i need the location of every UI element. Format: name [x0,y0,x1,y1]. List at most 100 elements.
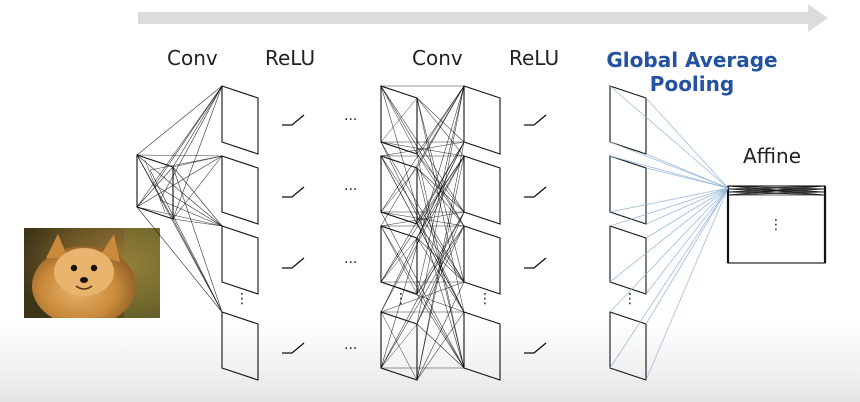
gap-label-line1: Global Average [606,48,778,72]
conv1-plane-2 [221,155,259,225]
conv1-plane-1 [221,85,259,155]
edge-c2-58 [416,281,465,381]
relu1-glyph-3 [282,257,305,269]
relu2-glyph-4 [524,342,547,354]
ellipsis-conv2-in: ⋮ [394,291,408,307]
edge-c2-54 [416,155,465,381]
edge-gap-aff-2-0 [609,187,729,227]
conv-label-1: Conv [167,46,218,70]
edge-in-c1-2-1 [172,166,223,227]
edge-gap-aff-1-0 [609,155,729,189]
edge-gap-aff-2-1 [645,187,729,239]
conv2-out-plane-4 [463,311,501,381]
relu1-glyph-1 [282,114,305,126]
gap-plane-4 [609,311,647,381]
relu2-glyph-3 [524,257,547,269]
edge-in-c1-1-0 [136,154,223,157]
ellipsis-gap: ⋮ [623,291,637,307]
relu-label-1: ReLU [265,46,316,70]
affine-top-edge-1-0 [727,185,826,190]
affine-top-edge-2-0 [727,185,826,193]
conv-label-2: Conv [412,46,463,70]
edge-in-c1-2-6 [159,199,223,227]
edge-in-c1-3-3 [136,206,223,313]
edge-c2-57 [416,225,465,325]
gap-plane-2 [609,155,647,225]
ellipsis-conv2-out: ⋮ [478,291,492,307]
edge-in-c1-1-3 [136,155,223,208]
gap-label: Global Average Pooling [606,48,778,96]
edge-c2-37 [416,155,465,239]
edge-gap-aff-1-3 [609,187,729,213]
edge-in-c1-2-2 [172,218,223,227]
edge-c2-2 [416,85,465,155]
edge-c2-39 [380,155,465,283]
relu1-glyph-2 [282,186,305,198]
edge-in-c1-1-2 [172,155,223,220]
edge-in-c1-3-1 [172,166,223,313]
edge-in-c1-0-2 [172,85,223,220]
edge-in-c1-3-0 [136,154,223,313]
affine-label: Affine [743,144,801,168]
edge-in-c1-3-5 [149,169,223,313]
ellipsis-row-3: ··· [344,255,358,271]
affine-top-edge-3-1 [727,188,826,196]
conv2-out-plane-3 [463,225,501,295]
edge-c2-55 [380,211,465,369]
edge-c2-59 [380,225,465,369]
edge-in-c1-0-1 [172,85,223,168]
edge-gap-aff-0-0 [609,85,729,189]
edge-c2-50 [416,141,465,381]
input-image-dog [24,228,160,318]
edge-c2-52 [380,155,465,313]
edge-gap-aff-3-2 [645,187,729,381]
ellipsis-row-2: ··· [344,182,358,198]
edge-gap-aff-3-3 [609,187,729,369]
input-cross-3 [144,159,166,213]
conv2-out-plane-1 [463,85,501,155]
edge-c2-62 [416,311,465,381]
conv1-plane-4 [221,311,259,381]
edge-c2-19 [380,85,465,213]
edge-in-c1-2-3 [136,206,223,227]
flow-arrow-shape [138,4,828,32]
edge-gap-aff-2-3 [609,187,729,283]
gap-plane-3 [609,225,647,295]
affine-top-edge-3-2 [727,191,826,196]
edge-gap-aff-3-0 [609,187,729,313]
edge-gap-aff-0-1 [645,97,729,189]
relu-label-2: ReLU [509,46,560,70]
edge-in-c1-0-6 [159,85,223,201]
edge-gap-aff-1-1 [645,167,729,189]
edge-in-c1-2-4 [154,184,223,227]
affine-top-edge-3-0 [727,185,826,196]
conv2-out-plane-2 [463,155,501,225]
conv1-plane-3 [221,225,259,295]
edge-gap-aff-1-2 [645,187,729,225]
c2in-cross-b-2 [380,237,418,283]
ellipsis-row-1: ··· [344,112,358,128]
gap-label-line2: Pooling [649,72,735,96]
edge-c2-49 [416,85,465,325]
relu2-glyph-2 [524,186,547,198]
relu2-glyph-1 [524,114,547,126]
input-cross-2 [136,166,174,208]
c2in-cross-b-3 [380,323,418,369]
relu1-glyph-4 [282,342,305,354]
edge-gap-aff-2-2 [645,187,729,295]
ellipsis-row-4: ··· [344,341,358,357]
edge-c2-38 [416,211,465,295]
edge-gap-aff-3-1 [645,187,729,325]
ellipsis-affine: ⋮ [769,217,783,233]
edge-in-c1-1-5 [149,155,223,171]
edge-c2-35 [380,141,465,283]
edge-in-c1-0-4 [154,85,223,186]
edge-c2-32 [380,85,465,227]
edge-in-c1-0-0 [136,85,223,156]
c2in-cross-b-0 [380,97,418,143]
edge-gap-aff-0-3 [609,141,729,189]
edge-in-c1-0-3 [136,85,223,208]
edge-c2-51 [380,85,465,369]
